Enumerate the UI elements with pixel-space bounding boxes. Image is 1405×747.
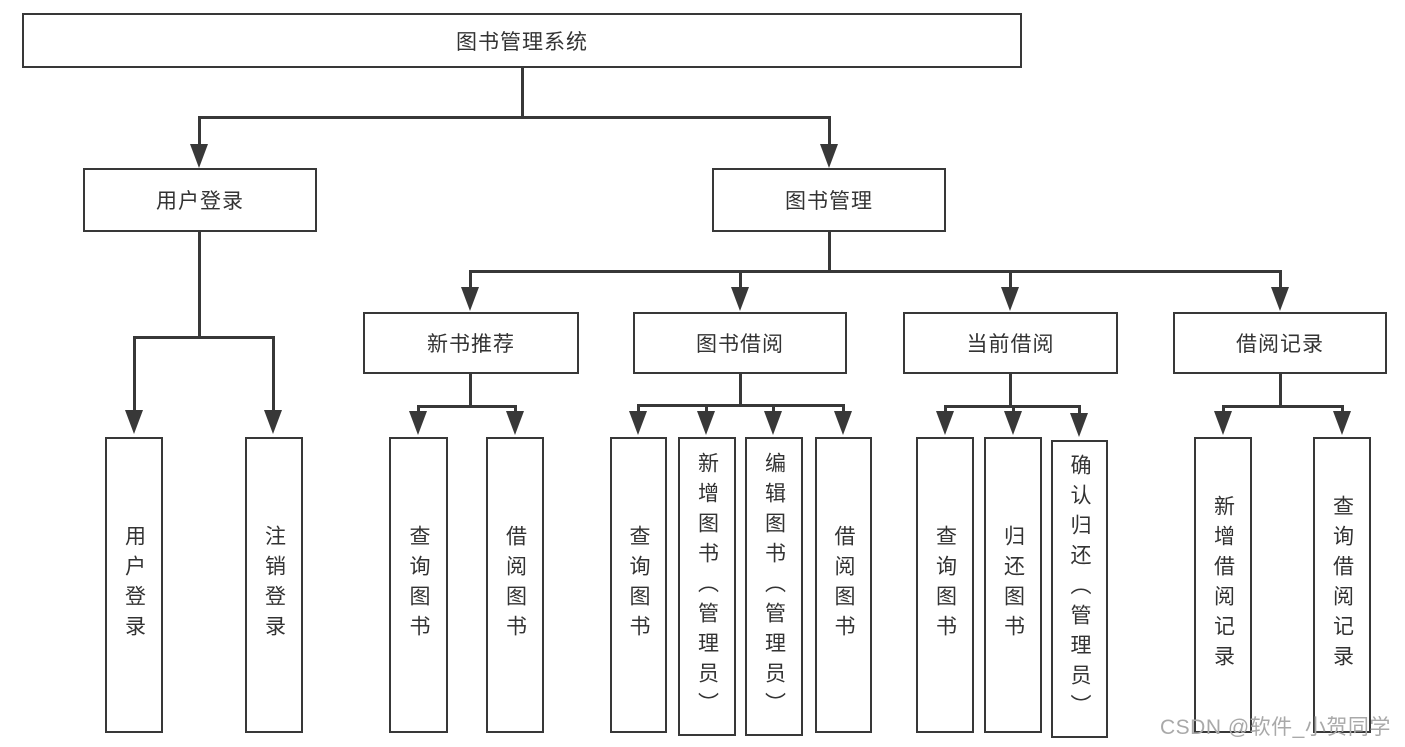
connector-br-stub-2: [1341, 405, 1344, 414]
connector-user-rail: [133, 336, 275, 339]
leaf-bb-borrow-book: 借阅图书: [815, 437, 872, 733]
leaf-br-add-record: 新增借阅记录: [1194, 437, 1252, 733]
arrow-down-icon: [1333, 411, 1351, 435]
connector-bb-drop: [739, 374, 742, 406]
arrow-down-icon: [629, 411, 647, 435]
leaf-bb-query-book: 查询图书: [610, 437, 667, 733]
connector-cb-stub-2: [1012, 405, 1015, 414]
connector-l3-rail: [469, 270, 1282, 273]
arrow-down-icon: [409, 411, 427, 435]
node-current-borrow: 当前借阅: [903, 312, 1118, 374]
connector-user-stub-1: [133, 336, 136, 412]
node-book-management: 图书管理: [712, 168, 946, 232]
leaf-cb-query-book: 查询图书: [916, 437, 974, 733]
connector-user-drop: [198, 232, 201, 338]
leaf-nbr-borrow-book: 借阅图书: [486, 437, 544, 733]
connector-br-stub-1: [1222, 405, 1225, 414]
connector-l3-stub-2: [739, 270, 742, 289]
connector-nbr-stub-2: [514, 405, 517, 414]
arrow-down-icon: [1271, 287, 1289, 311]
node-user-login: 用户登录: [83, 168, 317, 232]
connector-root-drop: [521, 68, 524, 118]
arrow-down-icon: [936, 411, 954, 435]
leaf-bb-add-book-admin: 新增图书（管理员）: [678, 437, 736, 736]
node-borrow-records: 借阅记录: [1173, 312, 1387, 374]
arrow-down-icon: [834, 411, 852, 435]
arrow-down-icon: [820, 144, 838, 168]
connector-cb-drop: [1009, 374, 1012, 407]
connector-br-rail: [1222, 405, 1343, 408]
arrow-down-icon: [697, 411, 715, 435]
connector-mgmt-drop: [828, 232, 831, 272]
connector-bb-rail: [637, 404, 844, 407]
connector-user-stub-2: [272, 336, 275, 412]
leaf-br-query-record: 查询借阅记录: [1313, 437, 1371, 733]
connector-bb-stub-1: [637, 404, 640, 414]
connector-cb-stub-3: [1078, 405, 1081, 414]
arrow-down-icon: [125, 410, 143, 434]
arrow-down-icon: [1070, 413, 1088, 437]
leaf-cb-confirm-return-admin: 确认归还（管理员）: [1051, 440, 1108, 738]
connector-l2-stub-user: [198, 116, 201, 146]
watermark: CSDN @软件_小贺同学: [1160, 716, 1391, 739]
arrow-down-icon: [731, 287, 749, 311]
connector-br-drop: [1279, 374, 1282, 407]
connector-bb-stub-3: [772, 404, 775, 414]
connector-bb-stub-4: [842, 404, 845, 414]
connector-nbr-stub-1: [417, 405, 420, 414]
connector-l3-stub-3: [1009, 270, 1012, 289]
leaf-logout: 注销登录: [245, 437, 303, 733]
connector-l3-stub-1: [469, 270, 472, 289]
connector-l2-rail: [198, 116, 831, 119]
leaf-nbr-query-book: 查询图书: [389, 437, 448, 733]
arrow-down-icon: [1214, 411, 1232, 435]
arrow-down-icon: [506, 411, 524, 435]
arrow-down-icon: [1001, 287, 1019, 311]
node-new-book-recommend: 新书推荐: [363, 312, 579, 374]
node-book-borrow: 图书借阅: [633, 312, 847, 374]
arrow-down-icon: [190, 144, 208, 168]
connector-bb-stub-2: [705, 404, 708, 414]
node-root: 图书管理系统: [22, 13, 1022, 68]
arrow-down-icon: [264, 410, 282, 434]
connector-nbr-drop: [469, 374, 472, 407]
connector-l3-stub-4: [1279, 270, 1282, 289]
arrow-down-icon: [1004, 411, 1022, 435]
connector-cb-stub-1: [944, 405, 947, 414]
leaf-bb-edit-book-admin: 编辑图书（管理员）: [745, 437, 803, 736]
leaf-cb-return-book: 归还图书: [984, 437, 1042, 733]
connector-nbr-rail: [417, 405, 517, 408]
leaf-user-login: 用户登录: [105, 437, 163, 733]
arrow-down-icon: [764, 411, 782, 435]
arrow-down-icon: [461, 287, 479, 311]
connector-l2-stub-mgmt: [828, 116, 831, 146]
